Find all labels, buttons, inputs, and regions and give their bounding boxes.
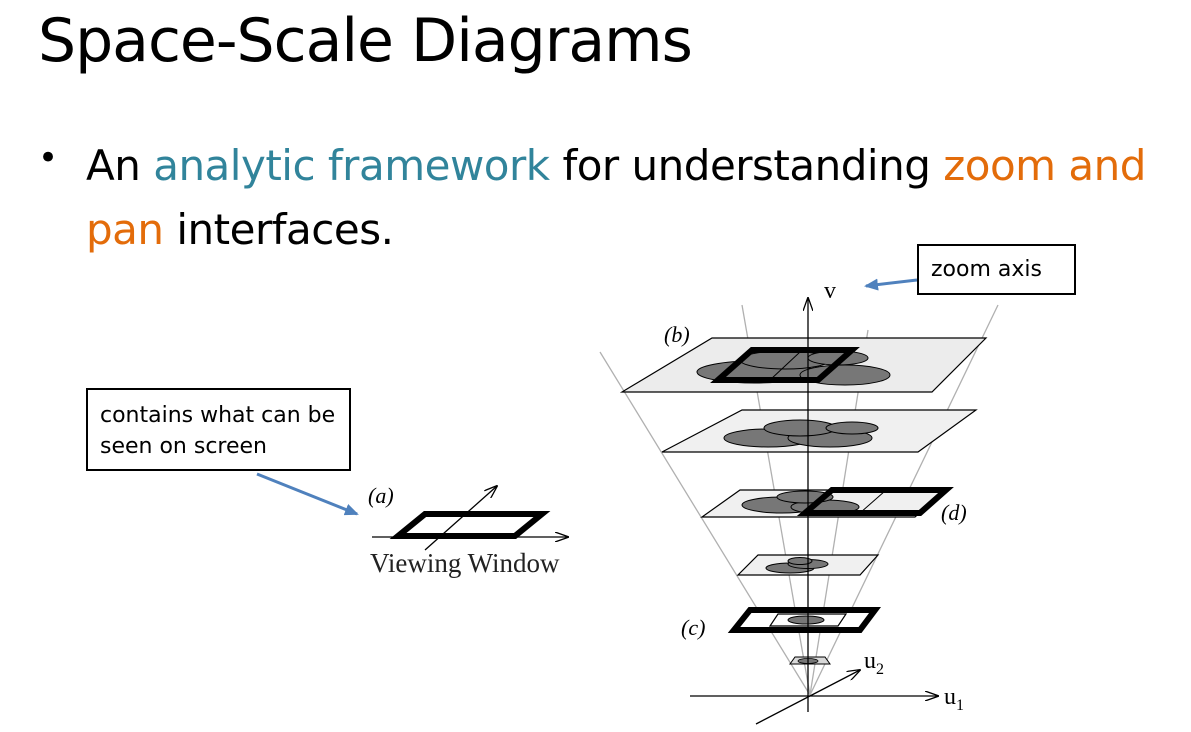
- callout-zoom-axis: zoom axis: [917, 244, 1076, 295]
- window-b: [710, 347, 860, 383]
- viewing-window-diagram: [372, 486, 568, 551]
- cone-diagram: [599, 298, 999, 725]
- label-u2: u2: [864, 648, 884, 678]
- label-a: (a): [368, 483, 394, 508]
- label-u1: u1: [944, 684, 964, 714]
- label-d: (d): [941, 500, 967, 525]
- callout-screen: contains what can be seen on screen: [86, 388, 351, 471]
- callout-arrow-zoom: [864, 278, 918, 291]
- window-d: [796, 487, 954, 516]
- viewing-window-frame: [389, 511, 551, 539]
- viewing-window-label: Viewing Window: [370, 548, 560, 578]
- label-c: (c): [681, 615, 705, 640]
- bullet-part-3: for understanding: [549, 141, 944, 190]
- highlight-analytic-framework: analytic framework: [153, 141, 550, 190]
- callout-arrow-screen: [256, 472, 359, 516]
- label-b: (b): [664, 322, 690, 347]
- bullet-part-1: An: [86, 141, 154, 190]
- slide-title: Space-Scale Diagrams: [38, 6, 693, 76]
- label-v: v: [824, 278, 836, 304]
- bullet-text: An analytic framework for understanding …: [86, 134, 1166, 262]
- bullet-part-5: interfaces.: [163, 205, 394, 254]
- bullet-marker: •: [38, 138, 59, 178]
- highlight-zoom-and-pan: zoom and pan: [86, 141, 1146, 254]
